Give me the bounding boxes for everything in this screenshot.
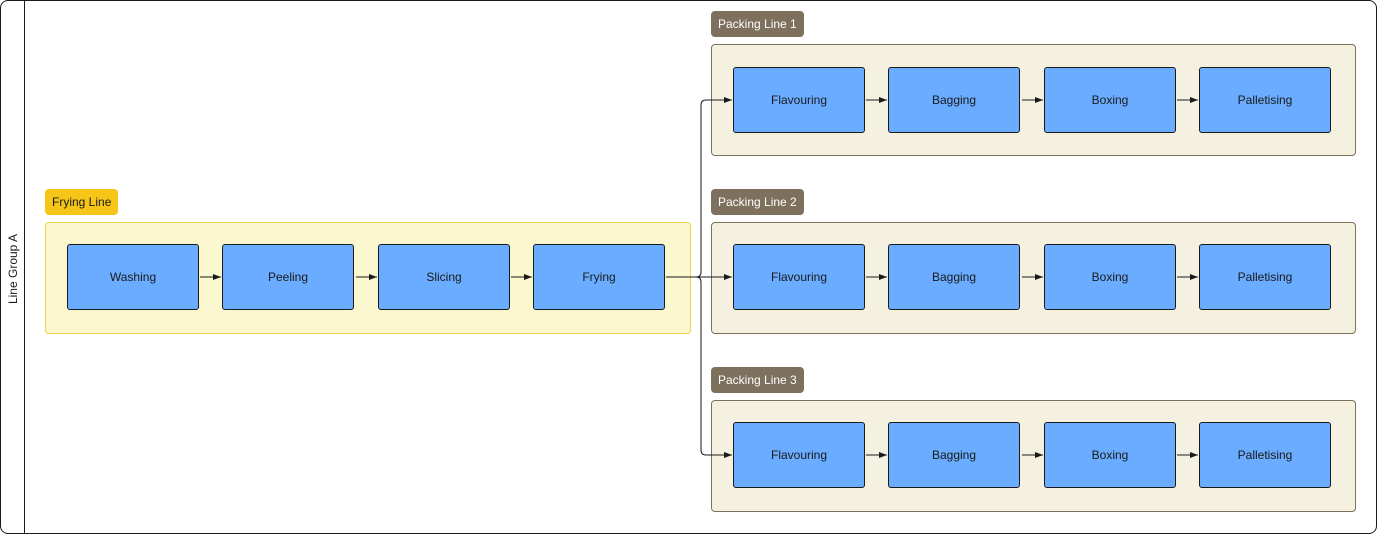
step-bagging[interactable]: Bagging: [888, 244, 1020, 310]
step-frying[interactable]: Frying: [533, 244, 665, 310]
arrow-frying-packing-3: [695, 276, 732, 458]
packing-line-2-tag: Packing Line 2: [711, 189, 804, 215]
packing-line-1-tag: Packing Line 1: [711, 11, 804, 37]
arrow-frying-packing-1: [666, 97, 732, 278]
step-peeling[interactable]: Peeling: [222, 244, 354, 310]
packing-line-3-tag: Packing Line 3: [711, 367, 804, 393]
step-boxing[interactable]: Boxing: [1044, 244, 1176, 310]
step-washing[interactable]: Washing: [67, 244, 199, 310]
step-flavouring[interactable]: Flavouring: [733, 67, 865, 133]
step-bagging[interactable]: Bagging: [888, 422, 1020, 488]
step-palletising[interactable]: Palletising: [1199, 67, 1331, 133]
step-flavouring[interactable]: Flavouring: [733, 244, 865, 310]
lane-header: Line Group A: [1, 1, 25, 533]
step-palletising[interactable]: Palletising: [1199, 244, 1331, 310]
step-boxing[interactable]: Boxing: [1044, 67, 1176, 133]
step-slicing[interactable]: Slicing: [378, 244, 510, 310]
step-boxing[interactable]: Boxing: [1044, 422, 1176, 488]
frying-line-tag: Frying Line: [45, 189, 119, 215]
step-bagging[interactable]: Bagging: [888, 67, 1020, 133]
step-flavouring[interactable]: Flavouring: [733, 422, 865, 488]
step-palletising[interactable]: Palletising: [1199, 422, 1331, 488]
